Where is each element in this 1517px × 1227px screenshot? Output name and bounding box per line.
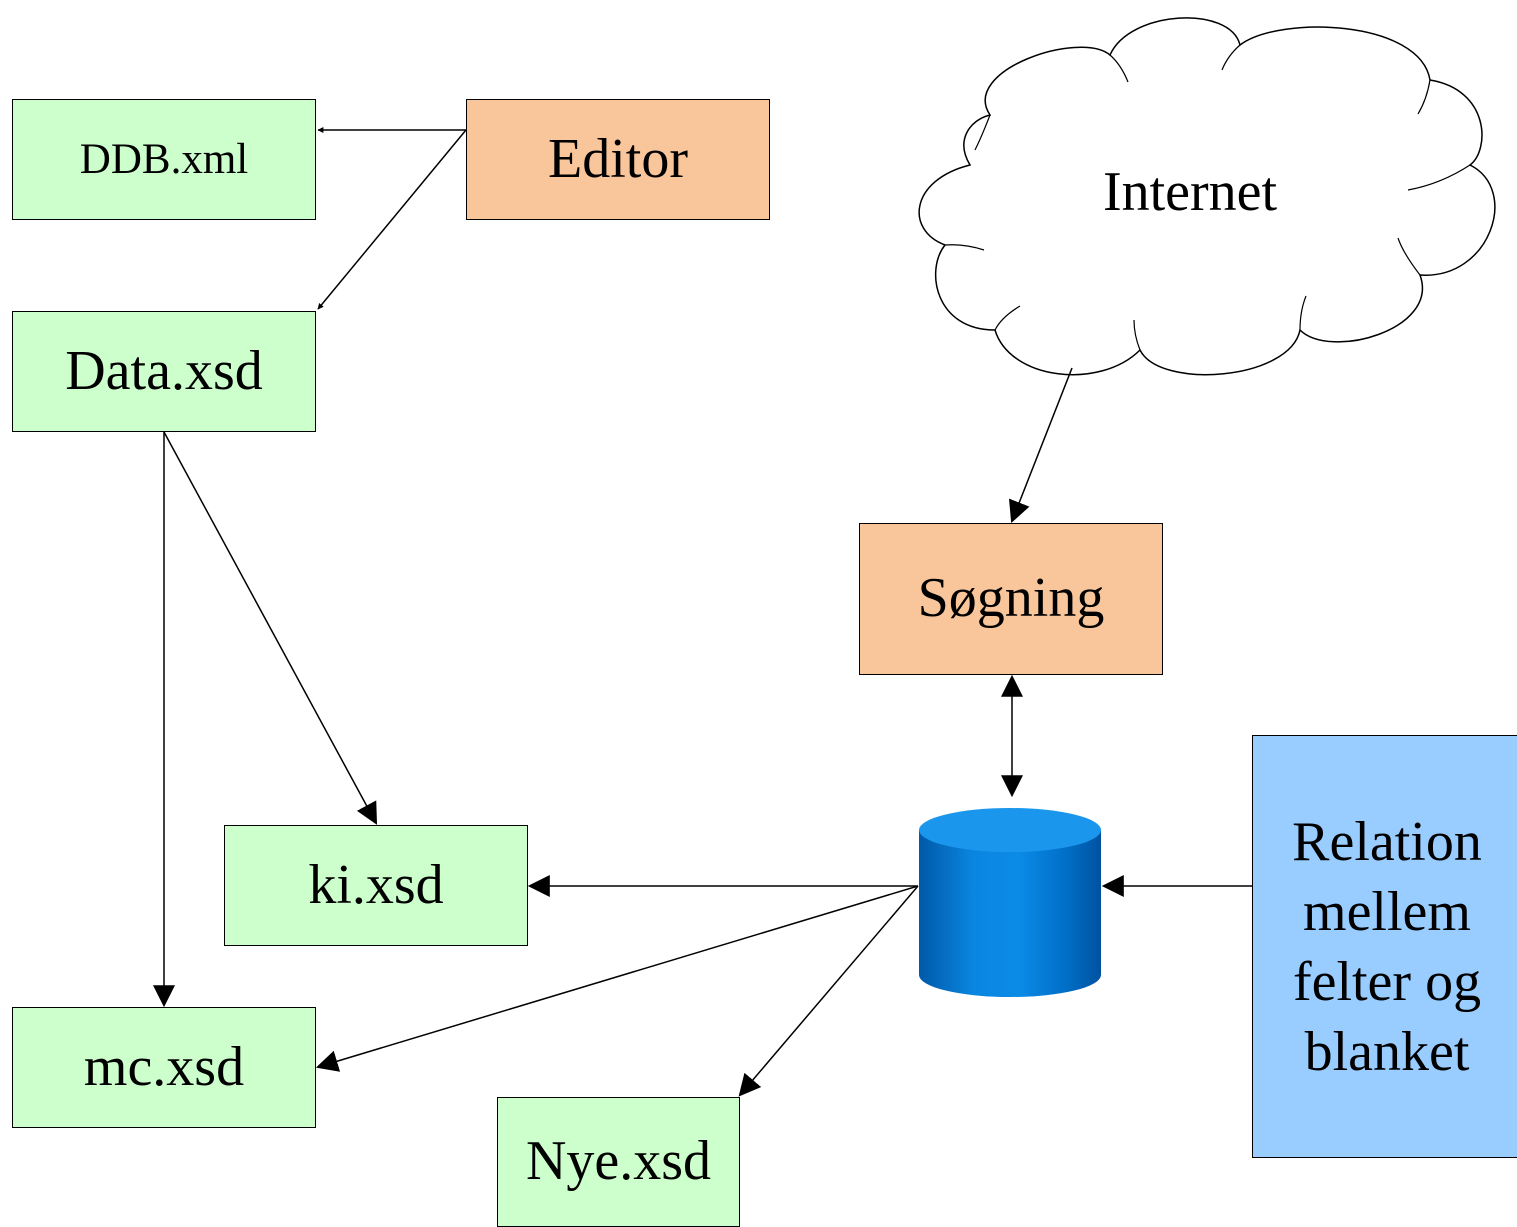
relation-line-1: Relation — [1292, 810, 1482, 873]
mc-xsd-label: mc.xsd — [83, 1035, 245, 1098]
internet-label: Internet — [1102, 161, 1278, 223]
relation-line-4: blanket — [1304, 1020, 1470, 1083]
ki-xsd-label: ki.xsd — [308, 853, 444, 916]
cloud-detail-arcs — [944, 44, 1471, 351]
data-xsd-box: Data.xsd — [12, 311, 316, 432]
ddb-xml-label: DDB.xml — [79, 135, 249, 183]
nye-xsd-box: Nye.xsd — [497, 1097, 740, 1227]
data-xsd-label: Data.xsd — [65, 339, 263, 402]
mc-xsd-box: mc.xsd — [12, 1007, 316, 1128]
arrow-database-to-nye — [738, 885, 919, 1097]
arrow-database-to-mc — [315, 885, 919, 1072]
database-icon — [919, 808, 1101, 997]
sogning-label: Søgning — [917, 567, 1105, 630]
editor-box: Editor — [466, 99, 770, 220]
ddb-xml-box: DDB.xml — [12, 99, 316, 220]
internet-cloud-shape — [918, 17, 1496, 376]
relation-label: Relation mellem felter og blanket — [1292, 807, 1482, 1087]
nye-xsd-label: Nye.xsd — [525, 1130, 712, 1193]
relation-box: Relation mellem felter og blanket — [1252, 735, 1517, 1158]
arrow-data-to-ki — [163, 431, 378, 825]
arrow-editor-to-data — [317, 129, 467, 310]
relation-line-2: mellem — [1303, 880, 1471, 943]
editor-label: Editor — [548, 127, 688, 190]
sogning-box: Søgning — [859, 523, 1163, 675]
ki-xsd-box: ki.xsd — [224, 825, 528, 946]
relation-line-3: felter og — [1292, 950, 1482, 1013]
arrow-internet-to-sogning — [1008, 367, 1073, 524]
